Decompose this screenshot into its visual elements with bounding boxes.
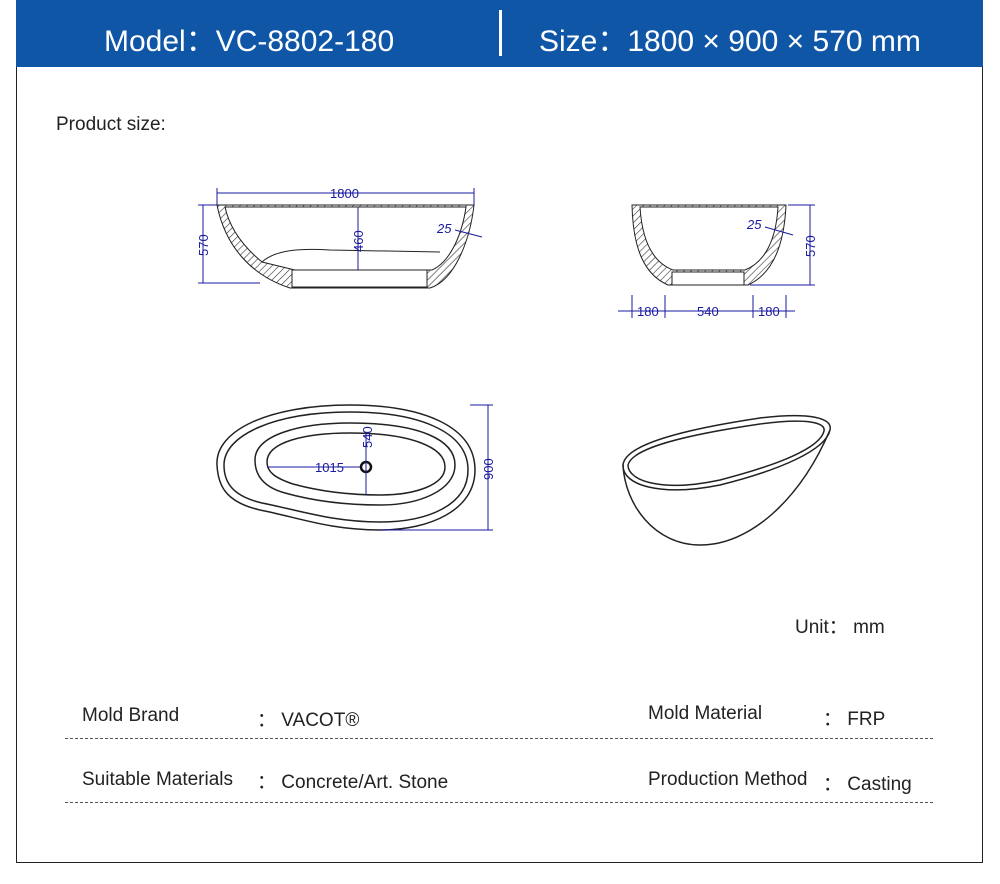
dim-length: 1800	[330, 186, 359, 201]
dim-width: 900	[481, 458, 496, 480]
dim-wall: 25	[436, 221, 452, 236]
model-title: Model：VC-8802-180	[104, 25, 395, 58]
divider	[65, 802, 933, 803]
mold-brand-label: Mold Brand	[82, 705, 180, 726]
size-title: Size：1800 × 900 × 570 mm	[539, 25, 921, 58]
dim-height: 570	[196, 234, 211, 256]
top-view-drawing	[216, 404, 476, 531]
suitable-materials-label: Suitable Materials	[82, 769, 234, 790]
mold-material-label: Mold Material	[648, 703, 763, 724]
dim-base-right: 180	[758, 304, 780, 319]
divider	[65, 738, 933, 739]
top-view-dimensions	[267, 404, 493, 531]
unit-label: Unit： mm	[795, 617, 885, 638]
mold-brand-value: ： VACOT®	[257, 710, 360, 731]
dim-base-mid: 540	[697, 304, 719, 319]
header-bar: Model：VC-8802-180 Size：1800 × 900 × 570 …	[16, 0, 983, 67]
production-method-value: ： Casting	[823, 774, 912, 795]
dim-inner-length: 1015	[315, 460, 344, 475]
mold-material-value: ： FRP	[823, 709, 886, 730]
suitable-materials-value: ： Concrete/Art. Stone	[257, 772, 449, 793]
dim-side-wall: 25	[746, 217, 762, 232]
frame	[16, 0, 983, 863]
perspective-view-drawing	[622, 414, 831, 546]
dim-base-left: 180	[637, 304, 659, 319]
end-view-drawing	[618, 204, 815, 318]
dim-side-height: 570	[803, 235, 818, 257]
dim-depth: 460	[351, 230, 366, 252]
production-method-label: Production Method	[648, 769, 808, 790]
product-size-label: Product size:	[56, 114, 166, 135]
side-view-drawing	[198, 188, 483, 289]
header-divider	[499, 10, 502, 56]
dim-inner-width: 540	[360, 426, 375, 448]
